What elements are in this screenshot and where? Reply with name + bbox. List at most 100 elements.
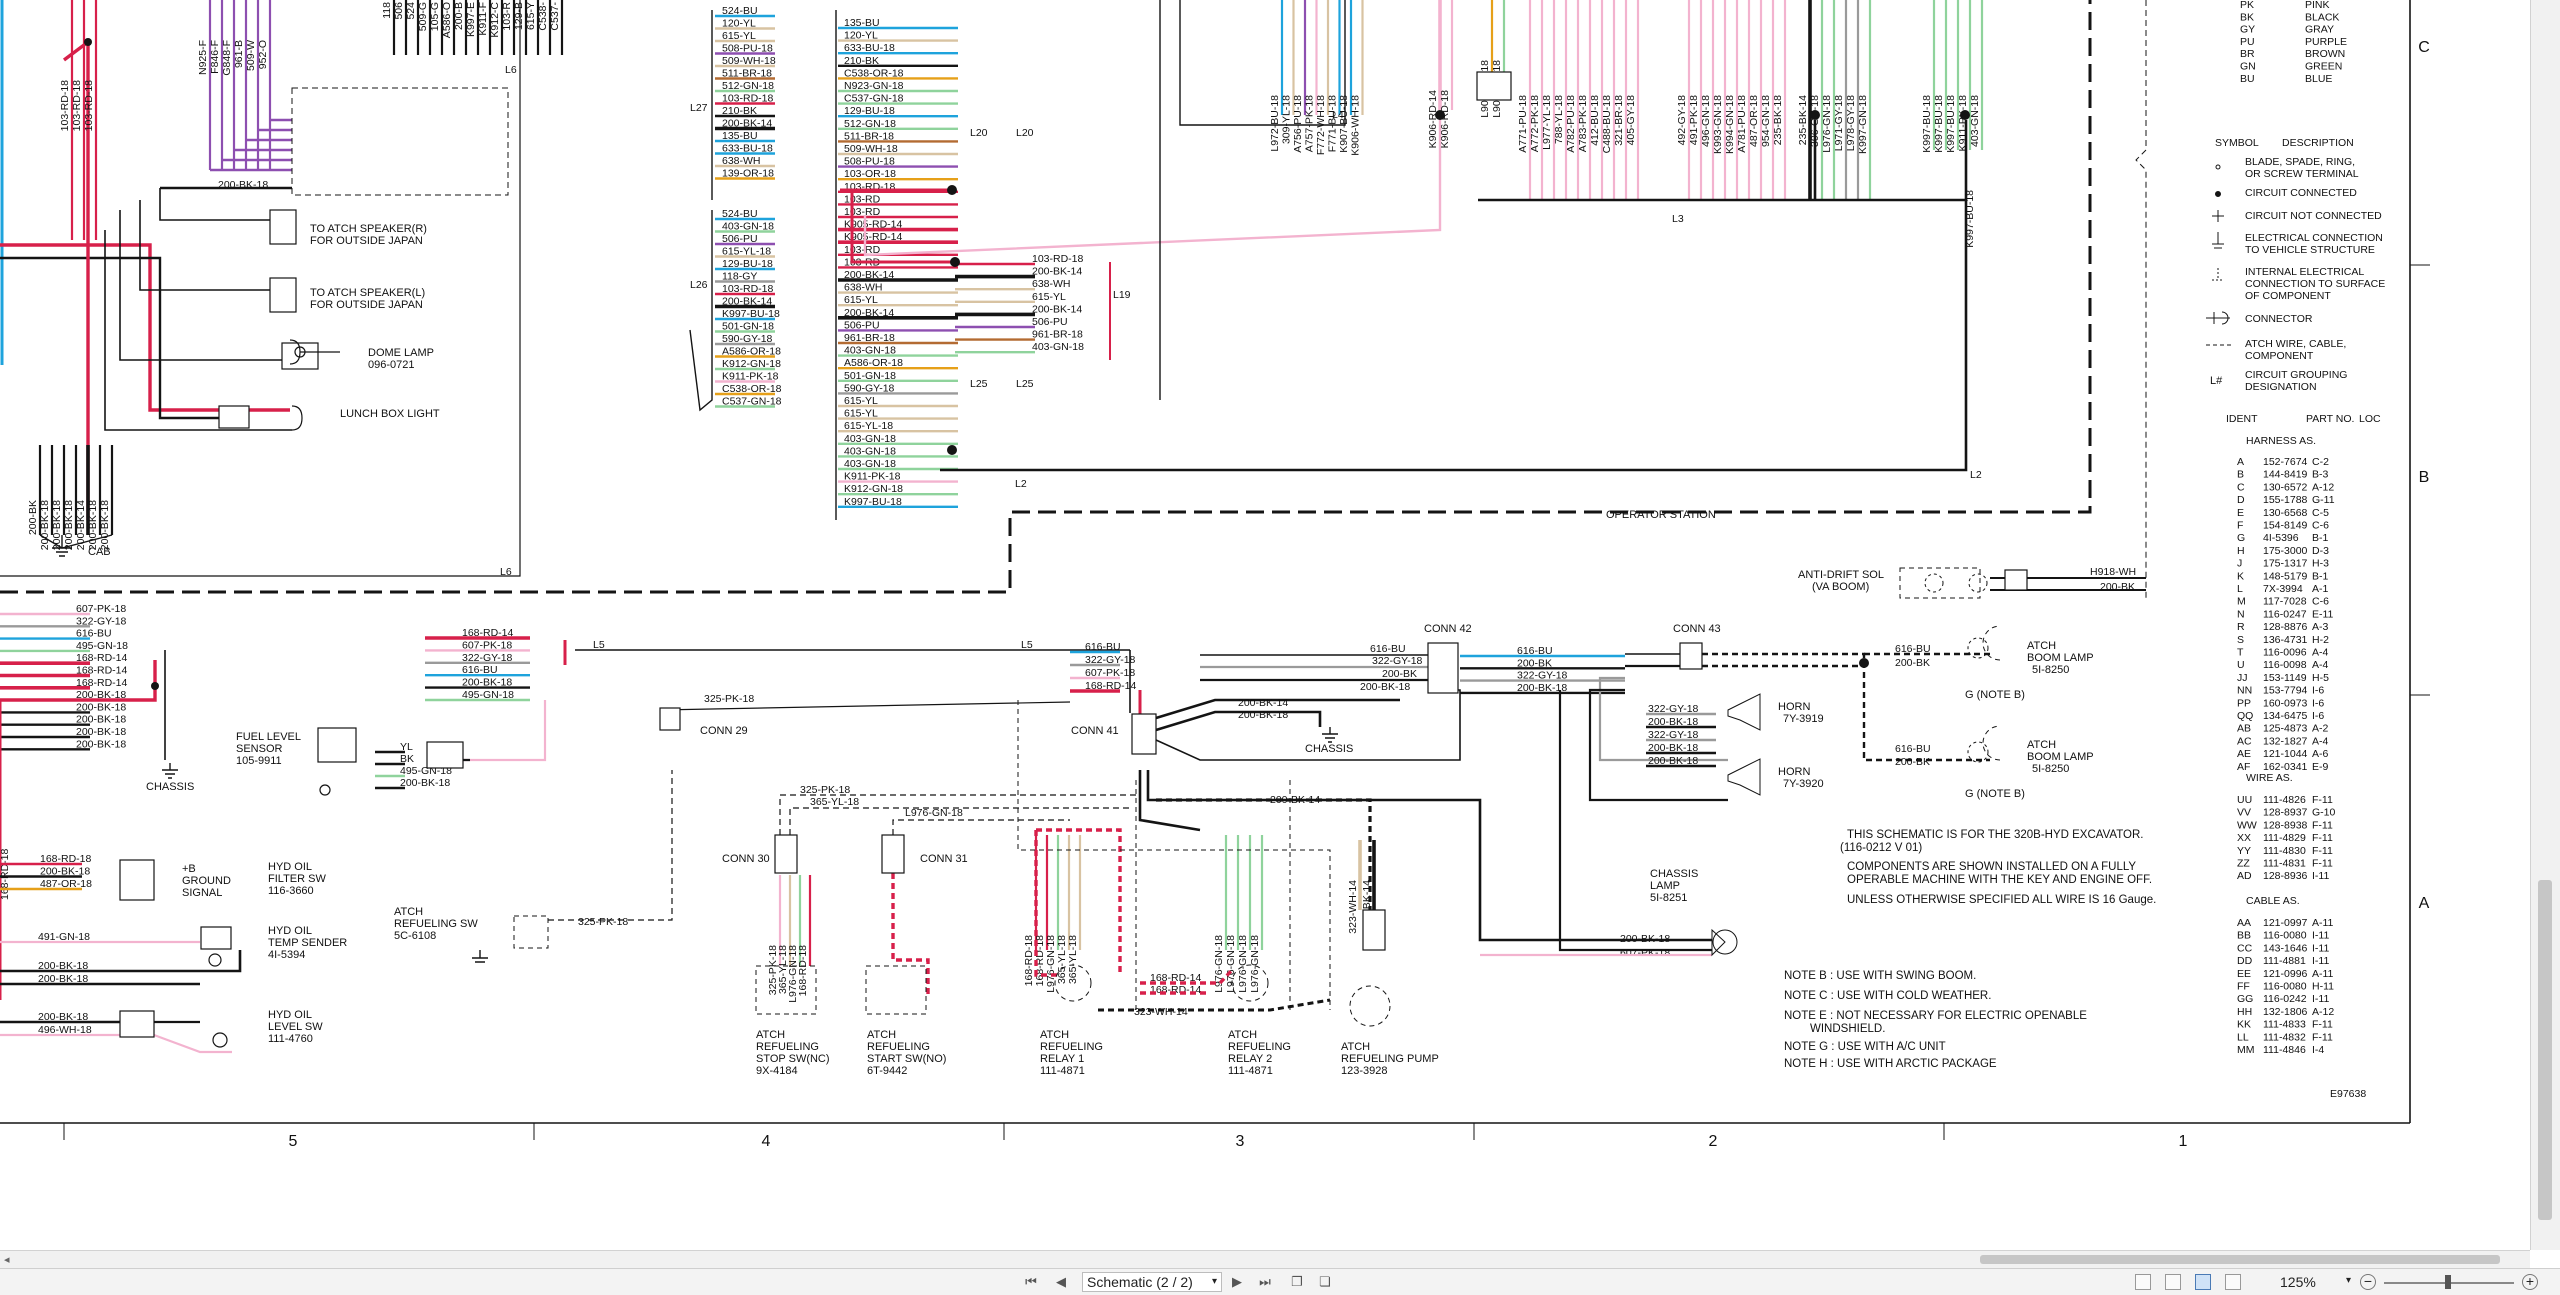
hyd-filter-label-2: FILTER SW: [268, 873, 326, 885]
zoom-out-icon[interactable]: −: [2360, 1274, 2376, 1290]
wire-label: 615-YL: [844, 408, 878, 420]
zoom-in-icon[interactable]: +: [2522, 1274, 2538, 1290]
wire-label: 103-RD-18: [59, 80, 71, 132]
wire-label: 168-RD-18: [797, 945, 809, 997]
zoom-slider-handle[interactable]: [2445, 1275, 2451, 1289]
wire-label: 412-BU-18: [1589, 95, 1601, 146]
wire-label: 200-BK-18: [38, 960, 88, 972]
parts-location: B-1: [2312, 532, 2329, 544]
page-selector[interactable]: Schematic (2 / 2)▾: [1082, 1272, 1222, 1292]
legend-color-code: BK: [2240, 11, 2254, 23]
dome-lamp-label: DOME LAMP: [368, 347, 434, 359]
ground-symbols: [52, 535, 1338, 963]
parts-loc-header: LOC: [2359, 413, 2381, 425]
drawing-number: E97638: [2330, 1088, 2366, 1100]
wire-label: 200-BK: [27, 500, 39, 535]
note-components-2: OPERABLE MACHINE WITH THE KEY AND ENGINE…: [1847, 874, 2152, 886]
vertical-scrollbar[interactable]: [2530, 0, 2560, 1250]
parts-number: 175-1317: [2263, 558, 2308, 570]
conn29-label: CONN 29: [700, 725, 748, 737]
refuel-sw-label: ATCH: [394, 906, 423, 918]
wire-label: K997-BU-18: [1945, 95, 1957, 153]
parts-location: B-1: [2312, 570, 2329, 582]
horn1-label: HORN: [1778, 701, 1810, 713]
scroll-left-icon[interactable]: ◂: [4, 1254, 10, 1266]
parts-section-title: CABLE AS.: [2246, 895, 2300, 907]
wire-path: [863, 115, 1442, 257]
wire-label: 524: [405, 2, 417, 20]
wire-path: [153, 1033, 232, 1054]
note-h: NOTE H : USE WITH ARCTIC PACKAGE: [1784, 1058, 1997, 1070]
wire-label: 496-GN-18: [1700, 95, 1712, 147]
page-stack-icon[interactable]: ❏: [1319, 1274, 1331, 1289]
wire-label: 323-WH-14: [1134, 1006, 1188, 1018]
vertical-scroll-thumb[interactable]: [2538, 880, 2552, 1220]
parts-location: C-5: [2312, 507, 2329, 519]
relay1-pn: 111-4871: [1040, 1065, 1085, 1077]
parts-location: I-11: [2312, 930, 2329, 942]
zoom-level[interactable]: 125%: [2280, 1274, 2316, 1290]
horn2-label: HORN: [1778, 766, 1810, 778]
chassis-lamp-label-2: LAMP: [1650, 880, 1680, 892]
wire-path: [0, 256, 220, 420]
first-page-icon[interactable]: ⏮: [1025, 1274, 1037, 1289]
wire-label: 200-BK-18: [87, 500, 99, 550]
boom1-label: ATCH: [2027, 640, 2056, 652]
wire-label: 506: [393, 2, 405, 20]
wire-label: K905-RD-14: [844, 219, 903, 231]
next-page-icon[interactable]: ▶: [1232, 1274, 1242, 1289]
lunch-box-light-label: LUNCH BOX LIGHT: [340, 408, 440, 420]
zoom-dropdown-icon[interactable]: ▾: [2346, 1275, 2352, 1286]
note-schematic-for: THIS SCHEMATIC IS FOR THE 320B-HYD EXCAV…: [1847, 829, 2144, 841]
wire-label: 403-GN-18: [1969, 95, 1981, 147]
wire-label: A757-PK-18: [1304, 95, 1316, 152]
wire-label: K997-BU-18: [1921, 95, 1933, 153]
page-copy-icon[interactable]: ❐: [1291, 1274, 1303, 1289]
wire-label: 200-BK: [1517, 657, 1552, 669]
parts-ident: PP: [2237, 697, 2251, 709]
chassis-lamp-pn: 5I-8251: [1650, 892, 1687, 904]
wire-label: 135-BU: [722, 130, 758, 142]
parts-ident: AE: [2237, 748, 2251, 760]
wire-label: 200-BK-14: [722, 118, 772, 130]
wire-label: K997-GN-18: [1857, 95, 1869, 154]
wire-path: [1034, 830, 1060, 977]
parts-number: 130-6568: [2263, 507, 2308, 519]
wire-label: 512-GN-18: [722, 80, 774, 92]
single-page-view-icon[interactable]: [2135, 1274, 2151, 1290]
group-l4: L4: [1332, 109, 1344, 121]
lamp-shapes: [208, 339, 340, 1048]
fit-width-view-icon[interactable]: [2225, 1274, 2241, 1290]
parts-number: 111-4833: [2263, 1019, 2306, 1031]
legend-symbol-description: INTERNAL ELECTRICAL: [2245, 266, 2364, 278]
wire-path: [1156, 798, 1372, 910]
wire-label: 103-RD-18: [83, 80, 95, 132]
wire-label: L976-GN-18: [905, 807, 963, 819]
wire-label: 365-YL-18: [1056, 935, 1068, 984]
wire-label: G848-F: [221, 40, 233, 76]
horizontal-scrollbar[interactable]: ◂: [0, 1250, 2530, 1268]
parts-number: 121-1044: [2263, 748, 2308, 760]
boom2-label: ATCH: [2027, 739, 2056, 751]
start-sw-pn: 6T-9442: [867, 1065, 907, 1077]
parts-number: 128-8938: [2263, 819, 2308, 831]
horizontal-scroll-thumb[interactable]: [1980, 1255, 2500, 1264]
wire-label: 590-GY-18: [722, 333, 773, 345]
continuous-view-icon[interactable]: [2165, 1274, 2181, 1290]
pump-pn: 123-3928: [1341, 1065, 1388, 1077]
two-page-view-icon[interactable]: [2195, 1274, 2211, 1290]
wire-label: 200-BK-14: [844, 269, 894, 281]
grid-row-c: C: [2418, 39, 2430, 56]
wire-label: 403-GN-18: [844, 433, 896, 445]
wire-label: 325-PK-18: [578, 916, 628, 928]
parts-location: I-6: [2312, 697, 2324, 709]
last-page-icon[interactable]: ⏭: [1259, 1274, 1271, 1289]
previous-page-icon[interactable]: ◀: [1056, 1274, 1066, 1289]
wire-label: 168-RD-18: [0, 848, 11, 900]
parts-ident: ZZ: [2237, 858, 2250, 870]
note-gauge: UNLESS OTHERWISE SPECIFIED ALL WIRE IS 1…: [1847, 894, 2156, 906]
wire-label: 103-RD: [844, 206, 881, 218]
conn41-label: CONN 41: [1071, 725, 1119, 737]
